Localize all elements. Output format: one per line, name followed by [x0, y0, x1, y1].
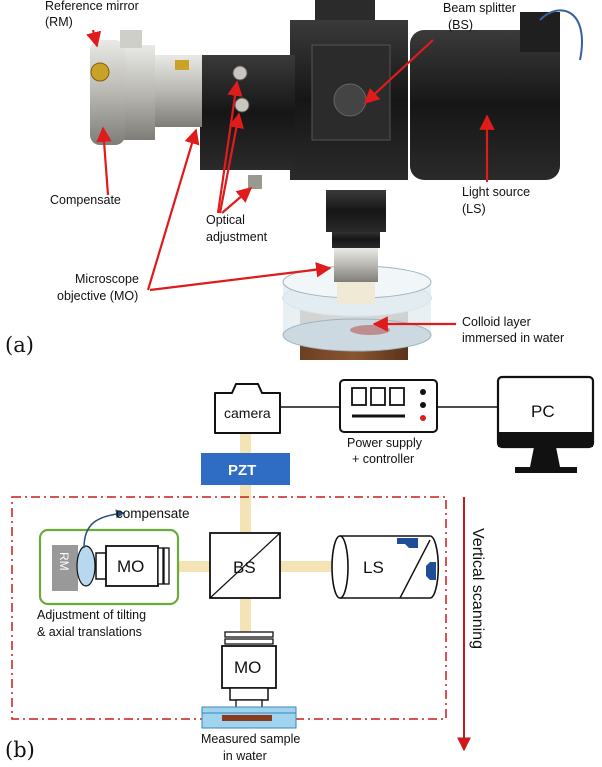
- compensate-label: Compensate: [50, 193, 121, 207]
- compensate-lens: [76, 545, 96, 587]
- power-supply-label-line2: + controller: [352, 452, 414, 466]
- camera-icon: camera: [214, 383, 281, 434]
- beam-pzt-bs: [240, 485, 251, 533]
- measured-sample-label-line1: Measured sample: [201, 732, 300, 746]
- bottom-objective: MO: [221, 631, 277, 709]
- objective-arrow-1: [146, 128, 200, 291]
- vertical-scanning-label: Vertical scanning: [469, 528, 486, 649]
- schematic-panel: camera Power supply + controller PC PZT: [5, 375, 595, 763]
- mo-left-label: MO: [117, 557, 144, 576]
- reference-mirror-block: [52, 545, 78, 591]
- adjustment-label-line1: Adjustment of tilting: [37, 608, 146, 622]
- reference-mirror-label-line1: Reference mirror: [45, 0, 139, 13]
- microscope-objective-label-line2: objective (MO): [57, 289, 138, 303]
- left-objective: [105, 545, 159, 587]
- optical-adjustment-label-line1: Optical: [206, 213, 245, 227]
- mo-bottom-label: MO: [234, 658, 261, 677]
- beam-splitter-label-line2: (BS): [448, 18, 473, 32]
- compensate-pointer: [83, 509, 125, 549]
- microscope-objective-label-line1: Microscope: [75, 272, 139, 286]
- pzt-label: PZT: [228, 462, 256, 479]
- optical-adjustment-arrow-2: [218, 112, 244, 214]
- colloid-layer-label-line2: immersed in water: [462, 331, 564, 345]
- reference-mirror-label-line2: (RM): [45, 15, 73, 29]
- panel-a-label: (a): [5, 333, 34, 357]
- compensate-label: compensate: [116, 506, 190, 521]
- adjustment-box: [38, 528, 180, 606]
- beam-splitter-arrow: [363, 39, 434, 105]
- pc-monitor-icon: PC: [496, 375, 595, 473]
- light-source-icon: LS: [331, 535, 440, 599]
- optical-adjustment-label-line2: adjustment: [206, 230, 268, 244]
- photo-panel: [90, 0, 583, 360]
- ls-label: LS: [363, 558, 384, 577]
- scan-frame: [11, 496, 447, 720]
- pc-label: PC: [531, 402, 555, 421]
- beam-camera-pzt: [240, 433, 251, 453]
- compensate-arrow: [96, 126, 112, 196]
- colloid-layer-label-line1: Colloid layer: [462, 315, 531, 329]
- beam-left: [178, 561, 210, 572]
- bs-label: BS: [233, 558, 256, 577]
- pzt-block: [201, 453, 290, 485]
- optical-adjustment-arrow-3: [221, 186, 253, 214]
- power-supply-label-line1: Power supply: [347, 436, 423, 450]
- beam-bs-mo: [240, 598, 251, 632]
- camera-label: camera: [224, 405, 271, 421]
- light-source-label-line1: Light source: [462, 185, 530, 199]
- objective-arrow-2: [149, 262, 332, 292]
- panel-b-label: (b): [5, 738, 35, 762]
- optical-adjustment-arrow-1: [216, 80, 243, 214]
- beam-right: [280, 561, 332, 572]
- sample-dish: [201, 706, 297, 729]
- light-source-label-line2: (LS): [462, 202, 486, 216]
- reference-mirror-arrow: [86, 29, 102, 48]
- beam-splitter-label-line1: Beam splitter: [443, 1, 516, 15]
- adjustment-label-line2: & axial translations: [37, 625, 142, 639]
- rm-label: RM: [57, 552, 71, 571]
- photo-annotations: Reference mirror (RM) Beam splitter (BS)…: [5, 0, 564, 357]
- power-supply-icon: Power supply + controller: [339, 379, 438, 466]
- measured-sample-label-line2: in water: [223, 749, 267, 763]
